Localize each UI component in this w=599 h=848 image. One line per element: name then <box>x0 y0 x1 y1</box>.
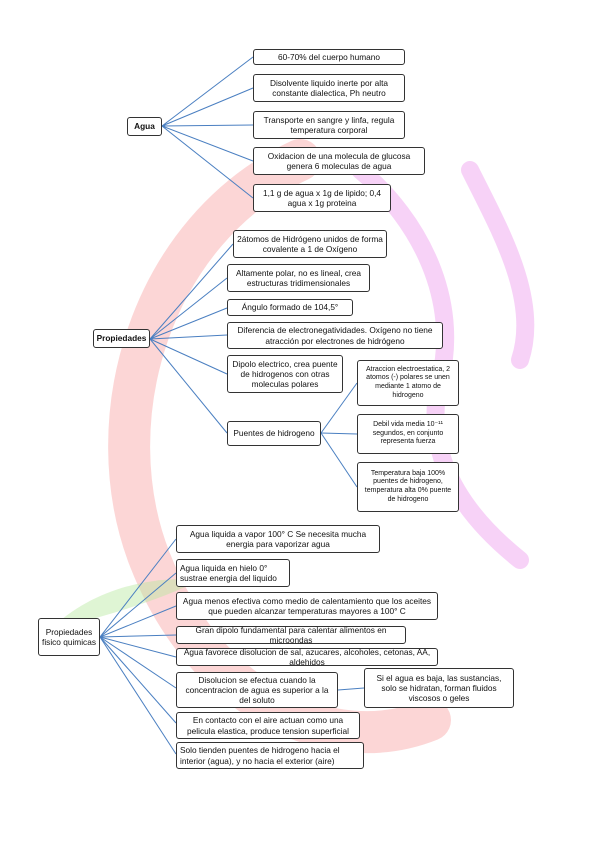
propiedades-item: Altamente polar, no es lineal, crea estr… <box>227 264 370 292</box>
fisico-item: En contacto con el aire actuan como una … <box>176 712 360 739</box>
node-agua: Agua <box>127 117 162 136</box>
connector <box>99 636 177 689</box>
fisico-item: Agua liquida en hielo 0° sustrae energia… <box>176 559 290 587</box>
puentes-item: Atraccion electroestatica, 2 atomos (-) … <box>357 360 459 406</box>
connector <box>161 124 254 127</box>
connector <box>99 636 177 755</box>
connector <box>161 125 254 199</box>
connector <box>99 605 177 638</box>
fisico-item: Gran dipolo fundamental para calentar al… <box>176 625 406 645</box>
connector <box>320 432 358 488</box>
connector <box>99 572 177 638</box>
connector <box>149 307 228 340</box>
fisico-item: Disolucion se efectua cuando la concentr… <box>176 672 338 708</box>
node-propiedades-fisico-quimicas: Propiedades fisico quimicas <box>38 618 100 656</box>
agua-item: Transporte en sangre y linfa, regula tem… <box>253 111 405 139</box>
agua-item: Disolvente liquido inerte por alta const… <box>253 74 405 102</box>
puentes-item: Temperatura baja 100% puentes de hidroge… <box>357 462 459 512</box>
node-puentes-hidrogeno: Puentes de hidrogeno <box>227 421 321 446</box>
connector <box>99 634 177 638</box>
propiedades-item: Diferencia de electronegatividades. Oxíg… <box>227 322 443 349</box>
connector <box>337 687 365 691</box>
connector <box>149 277 228 340</box>
fisico-item: Agua favorece disolucion de sal, azucare… <box>176 647 438 667</box>
connector <box>161 56 254 127</box>
propiedades-item: Ángulo formado de 104,5° <box>227 299 353 316</box>
fisico-item: Solo tienden puentes de hidrogeno hacia … <box>176 742 364 769</box>
connector <box>99 538 177 638</box>
connector <box>149 334 228 340</box>
propiedades-item: Dipolo electrico, crea puente de hidroge… <box>227 355 343 393</box>
connector <box>99 636 177 658</box>
agua-item: Oxidacion de una molecula de glucosa gen… <box>253 147 425 175</box>
connector <box>161 87 254 127</box>
propiedades-item: 2átomos de Hidrógeno unidos de forma cov… <box>233 230 387 258</box>
fisico-item: Agua menos efectiva como medio de calent… <box>176 592 438 620</box>
agua-item: 1,1 g de agua x 1g de lipido; 0,4 agua x… <box>253 184 391 212</box>
connector <box>320 382 358 434</box>
connector <box>161 125 254 162</box>
connector <box>99 636 177 724</box>
connector <box>320 432 358 435</box>
connector <box>149 338 228 375</box>
connector <box>149 338 228 434</box>
disolucion-detail: Si el agua es baja, las sustancias, solo… <box>364 668 514 708</box>
connector <box>149 243 234 340</box>
node-propiedades: Propiedades <box>93 329 150 348</box>
puentes-item: Debil vida media 10⁻¹¹ segundos, en conj… <box>357 414 459 454</box>
fisico-item: Agua liquida a vapor 100° C Se necesita … <box>176 525 380 553</box>
agua-item: 60-70% del cuerpo humano <box>253 49 405 65</box>
